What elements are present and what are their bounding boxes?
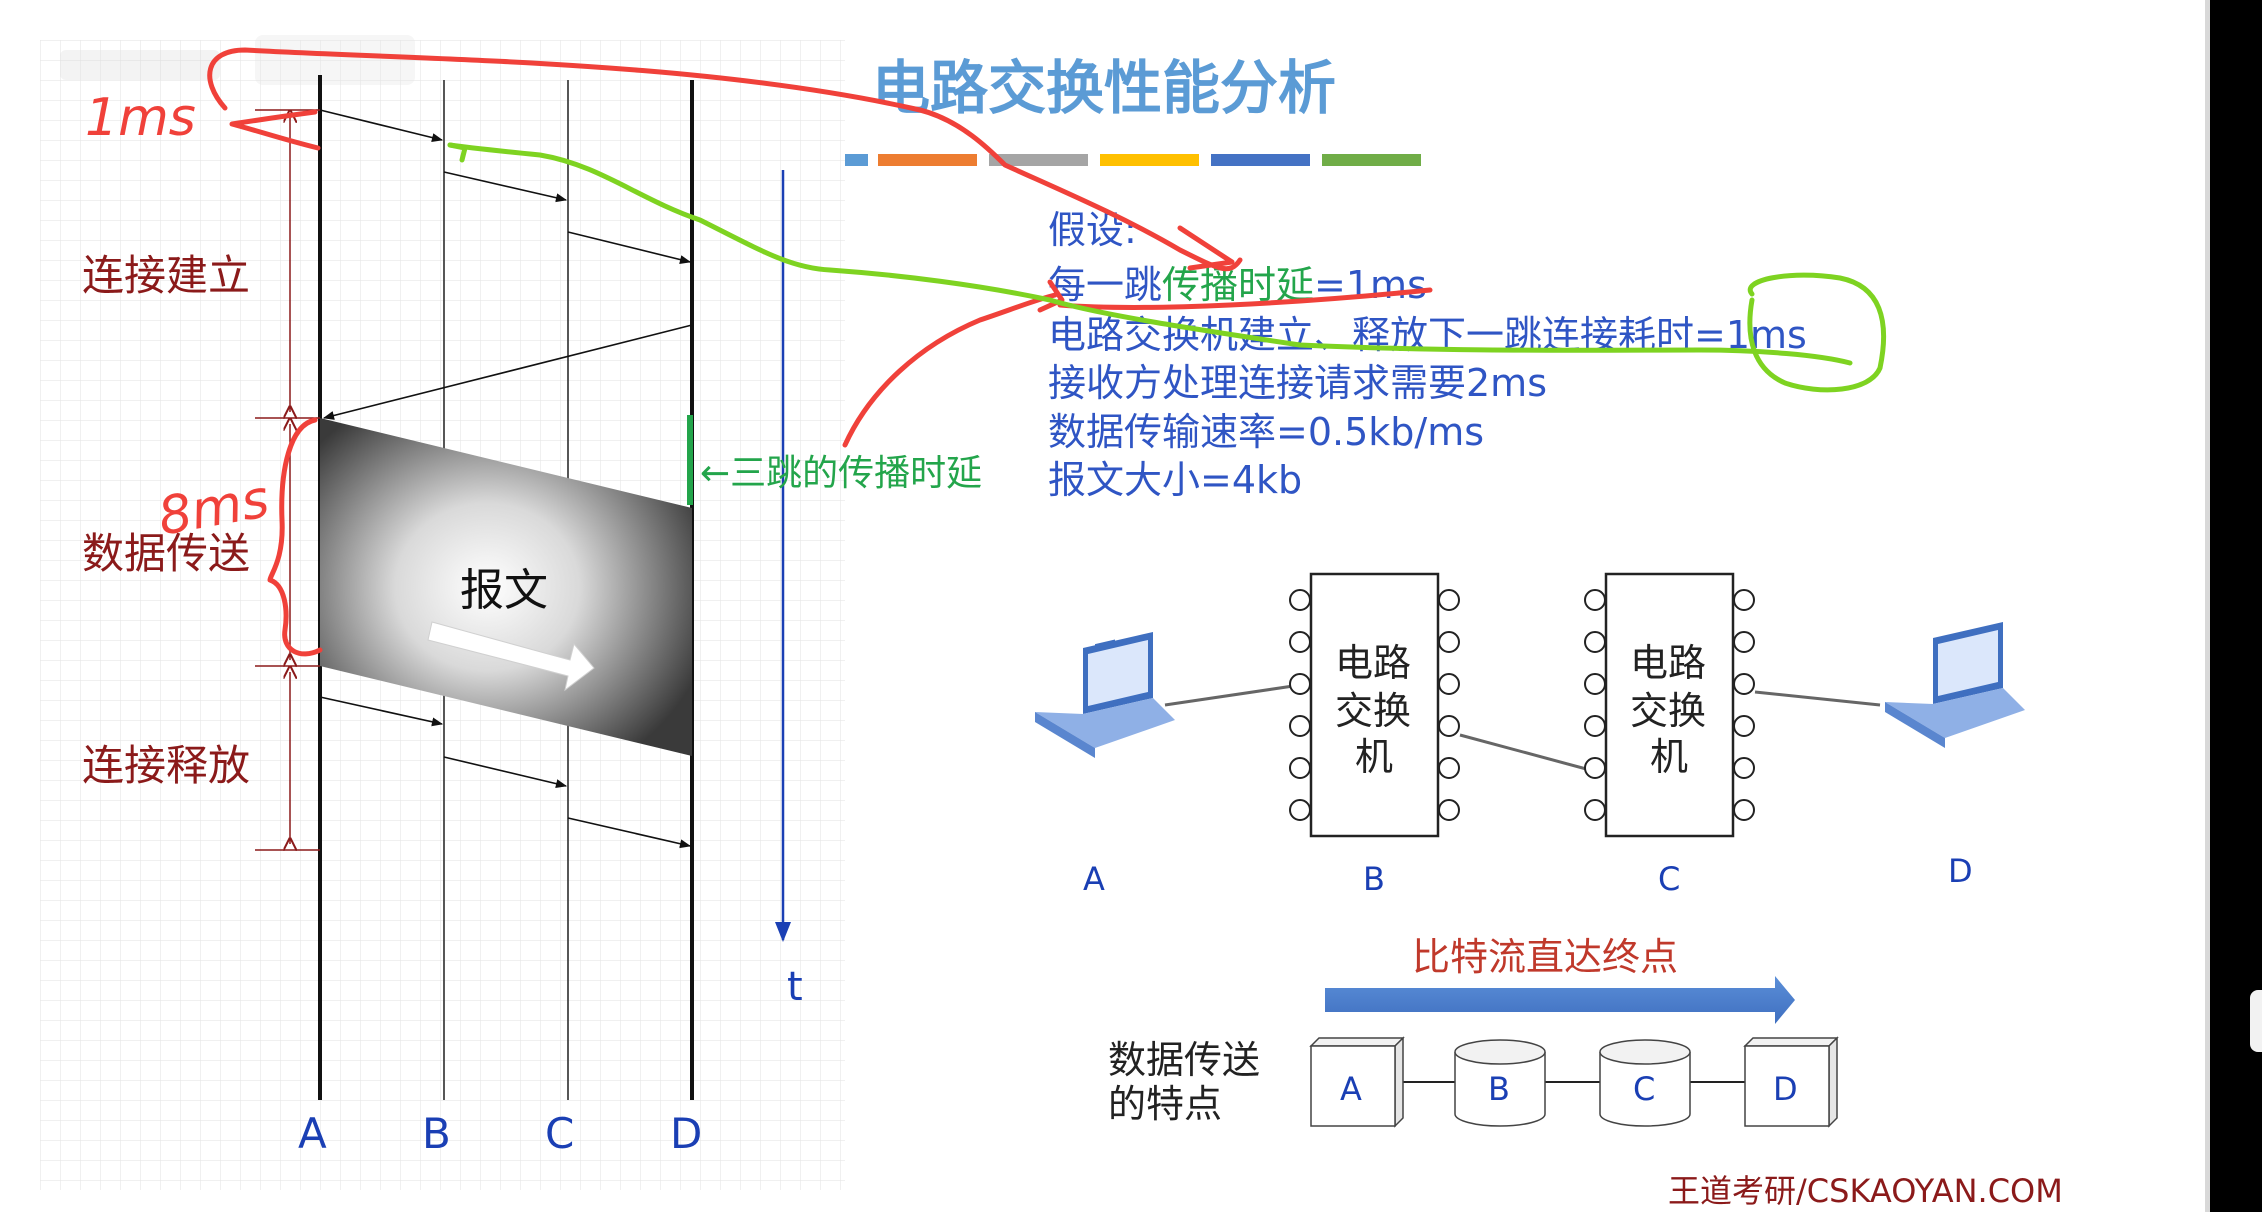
video-watermark xyxy=(60,35,415,85)
topology-links xyxy=(1164,683,1881,772)
phase-setup: 连接建立 xyxy=(82,251,250,300)
side-scroll-handle[interactable] xyxy=(2250,990,2262,1052)
timeline-node-d: D xyxy=(670,1109,702,1158)
page-title: 电路交换性能分析 xyxy=(872,54,1336,122)
message-block xyxy=(320,418,692,756)
release-signals xyxy=(319,696,692,849)
pen-1ms: 1ms xyxy=(85,88,196,148)
setup-signals xyxy=(319,109,693,420)
phase-brackets xyxy=(255,109,320,851)
topology-label-c: C xyxy=(1658,860,1680,898)
chain-box-a: A xyxy=(1309,1036,1405,1128)
message-arrow-icon xyxy=(427,621,595,692)
chain-label-c: C xyxy=(1633,1070,1655,1108)
bitstream-label: 比特流直达终点 xyxy=(1412,935,1678,979)
time-axis-label: t xyxy=(787,964,803,1010)
chain-label-d: D xyxy=(1773,1070,1798,1108)
switch-b-label-2: 交换 xyxy=(1335,689,1411,733)
topology-label-d: D xyxy=(1948,852,1973,890)
propagation-label: ←三跳的传播时延 xyxy=(700,453,982,494)
features-caption-1: 数据传送 xyxy=(1108,1038,1260,1082)
chain-cylinder-b: B xyxy=(1454,1039,1546,1127)
brand-watermark: 王道考研/CSKAOYAN.COM xyxy=(1668,1172,2063,1210)
chain-label-b: B xyxy=(1488,1070,1510,1108)
topology-label-b: B xyxy=(1363,860,1385,898)
switch-c: 电路 交换 机 xyxy=(1584,572,1755,838)
pen-annotations: 1ms 8ms xyxy=(85,47,1887,657)
switch-c-label-3: 机 xyxy=(1650,735,1688,779)
green-pen-curve xyxy=(447,142,1853,366)
phase-release: 连接释放 xyxy=(82,741,250,790)
bitstream-arrow xyxy=(1325,976,1795,1024)
assumption-1: 每一跳传播时延=1ms xyxy=(1048,263,1427,307)
title-color-bars xyxy=(845,154,1421,166)
topology-label-a: A xyxy=(1083,860,1105,898)
phase-transfer: 数据传送 xyxy=(82,529,250,578)
switch-b: 电路 交换 机 xyxy=(1289,572,1460,838)
assumption-5: 报文大小=4kb xyxy=(1048,458,1302,502)
timeline-node-c: C xyxy=(545,1109,574,1158)
chain-label-a: A xyxy=(1340,1070,1362,1108)
assumption-3: 接收方处理连接请求需要2ms xyxy=(1048,361,1547,405)
red-pen-curve-top xyxy=(207,47,1243,272)
laptop-a-icon xyxy=(1035,632,1175,758)
assumptions-block: 假设: 每一跳传播时延=1ms 电路交换机建立、释放下一跳连接耗时=1ms 接收… xyxy=(1048,208,1807,502)
switch-c-label-1: 电路 xyxy=(1630,641,1706,685)
timeline-node-a: A xyxy=(298,1109,327,1158)
switch-b-label-3: 机 xyxy=(1355,735,1393,779)
chain-box-d: D xyxy=(1743,1036,1839,1128)
switch-b-label-1: 电路 xyxy=(1335,641,1411,685)
features-caption-2: 的特点 xyxy=(1108,1082,1222,1126)
laptop-d-icon xyxy=(1885,622,2025,748)
switch-c-label-2: 交换 xyxy=(1630,689,1706,733)
assumption-4: 数据传输速率=0.5kb/ms xyxy=(1048,410,1484,454)
assumptions-heading: 假设: xyxy=(1048,208,1137,252)
message-label: 报文 xyxy=(460,565,548,616)
timeline-node-b: B xyxy=(422,1109,451,1158)
chain-cylinder-c: C xyxy=(1599,1039,1691,1127)
